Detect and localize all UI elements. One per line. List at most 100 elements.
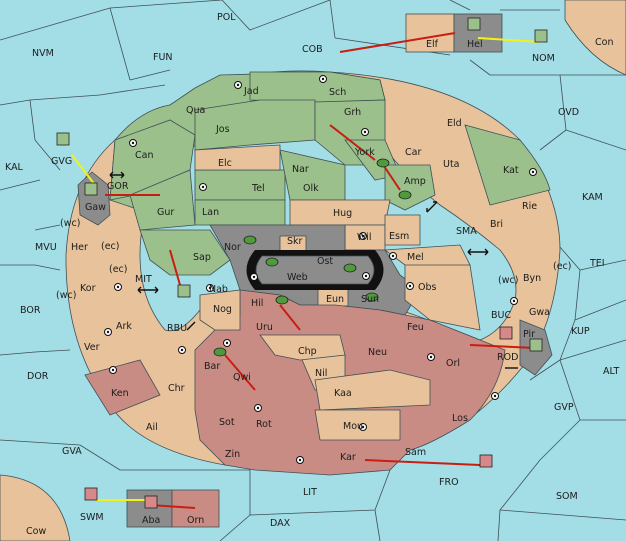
label-ken: Ken	[111, 388, 129, 399]
label-mel: Mel	[407, 252, 424, 263]
label-ovd: OVD	[558, 107, 579, 118]
label-cob: COB	[302, 44, 323, 55]
order-arrows	[71, 32, 541, 509]
label-tel: Tel	[251, 183, 265, 194]
label-kor: Kor	[80, 283, 96, 294]
label-jad: Jad	[243, 86, 259, 97]
label-coast-3: (ec)	[109, 264, 127, 275]
label-web: Web	[287, 272, 308, 283]
label-ver: Ver	[84, 342, 100, 353]
label-chr: Chr	[168, 383, 185, 394]
label-gaw: Gaw	[85, 202, 106, 213]
label-rie: Rie	[522, 201, 537, 212]
label-bri: Bri	[490, 219, 503, 230]
label-coast-1: (wc)	[60, 218, 80, 229]
label-chp: Chp	[298, 346, 317, 357]
label-elc: Elc	[218, 158, 232, 169]
label-nil: Nil	[315, 368, 327, 379]
label-hel: Hel	[467, 39, 483, 50]
label-cow: Cow	[26, 526, 46, 537]
label-hil: Hil	[251, 298, 263, 309]
label-her: Her	[71, 242, 88, 253]
label-lit: LIT	[303, 487, 317, 498]
label-mou: Mou	[343, 421, 363, 432]
region-tan-mou	[314, 409, 401, 441]
label-wil: Wil	[357, 232, 371, 243]
region-green-sap	[139, 229, 231, 276]
label-orn: Orn	[187, 515, 204, 526]
label-buc: BUC	[491, 310, 511, 321]
region-tan-nog	[199, 289, 241, 331]
label-sot: Sot	[219, 417, 235, 428]
label-sch: Sch	[329, 87, 346, 98]
region-green-tel	[194, 169, 286, 201]
label-sap: Sap	[193, 252, 211, 263]
region-gray-web	[255, 255, 375, 285]
label-feu: Feu	[407, 322, 424, 333]
label-neu: Neu	[368, 347, 387, 358]
region-tan-elc	[194, 144, 281, 171]
label-gur: Gur	[157, 207, 174, 218]
label-pir: Pir	[523, 329, 535, 340]
label-skr: Skr	[287, 236, 303, 247]
box-orn	[171, 489, 220, 528]
supply-centers	[104, 75, 537, 464]
coast-labels: (wc) (ec) (ec) (wc) (wc) (ec)	[56, 218, 571, 301]
label-coast-4: (wc)	[56, 290, 76, 301]
label-gvg: GVG	[51, 156, 72, 167]
label-amp: Amp	[404, 176, 426, 187]
label-ail: Ail	[146, 422, 158, 433]
label-kat: Kat	[503, 165, 519, 176]
label-coast-2: (ec)	[101, 241, 119, 252]
label-kam: KAM	[582, 192, 603, 203]
label-rod: ROD	[497, 352, 518, 363]
label-kar: Kar	[340, 452, 356, 463]
label-rot: Rot	[256, 419, 272, 430]
label-zin: Zin	[225, 449, 240, 460]
label-dor: DOR	[27, 371, 49, 382]
label-pol: POL	[217, 12, 236, 23]
label-york: York	[354, 147, 375, 158]
label-ark: Ark	[116, 321, 132, 332]
label-nor: Nor	[224, 242, 241, 253]
region-tan-mel	[383, 244, 471, 266]
label-coast-6: (ec)	[553, 261, 571, 272]
label-som: SOM	[556, 491, 578, 502]
label-nvm: NVM	[32, 48, 54, 59]
strait-markers	[109, 171, 518, 369]
label-eld: Eld	[447, 118, 462, 129]
label-olk: Olk	[303, 183, 319, 194]
label-gor: GOR	[107, 181, 129, 192]
label-uta: Uta	[443, 159, 460, 170]
label-kaa: Kaa	[334, 388, 352, 399]
sea-labels: POL NVM FUN COB Con NOM OVD KAL GVG KAM …	[5, 12, 619, 537]
units	[56, 17, 548, 509]
label-qwi: Qwi	[233, 372, 251, 383]
label-nab: Nab	[209, 284, 228, 295]
label-alt: ALT	[603, 366, 619, 377]
region-tan-esm	[384, 214, 421, 246]
label-bar: Bar	[204, 361, 220, 372]
label-gwa: Gwa	[529, 307, 550, 318]
label-orl: Orl	[446, 358, 460, 369]
label-kal: KAL	[5, 162, 24, 173]
label-uru: Uru	[256, 322, 273, 333]
label-los: Los	[452, 413, 468, 424]
region-tan-kaa	[314, 369, 431, 411]
region-green-kat	[464, 124, 551, 206]
label-swm: SWM	[80, 512, 104, 523]
label-con: Con	[595, 37, 613, 48]
label-mvu: MVU	[35, 242, 57, 253]
label-nar: Nar	[292, 164, 309, 175]
label-tei: TEI	[589, 258, 605, 269]
label-dax: DAX	[270, 518, 291, 529]
label-eun: Eun	[326, 294, 344, 305]
land-labels: Jad Sch Qua Grh Jos Eld Can Car Elc Nar …	[71, 39, 550, 526]
label-gva: GVA	[62, 446, 82, 457]
label-can: Can	[135, 150, 153, 161]
label-obs: Obs	[418, 282, 437, 293]
label-byn: Byn	[523, 273, 541, 284]
label-rbu: RBU	[167, 323, 187, 334]
label-nom: NOM	[532, 53, 555, 64]
label-grh: Grh	[344, 107, 361, 118]
